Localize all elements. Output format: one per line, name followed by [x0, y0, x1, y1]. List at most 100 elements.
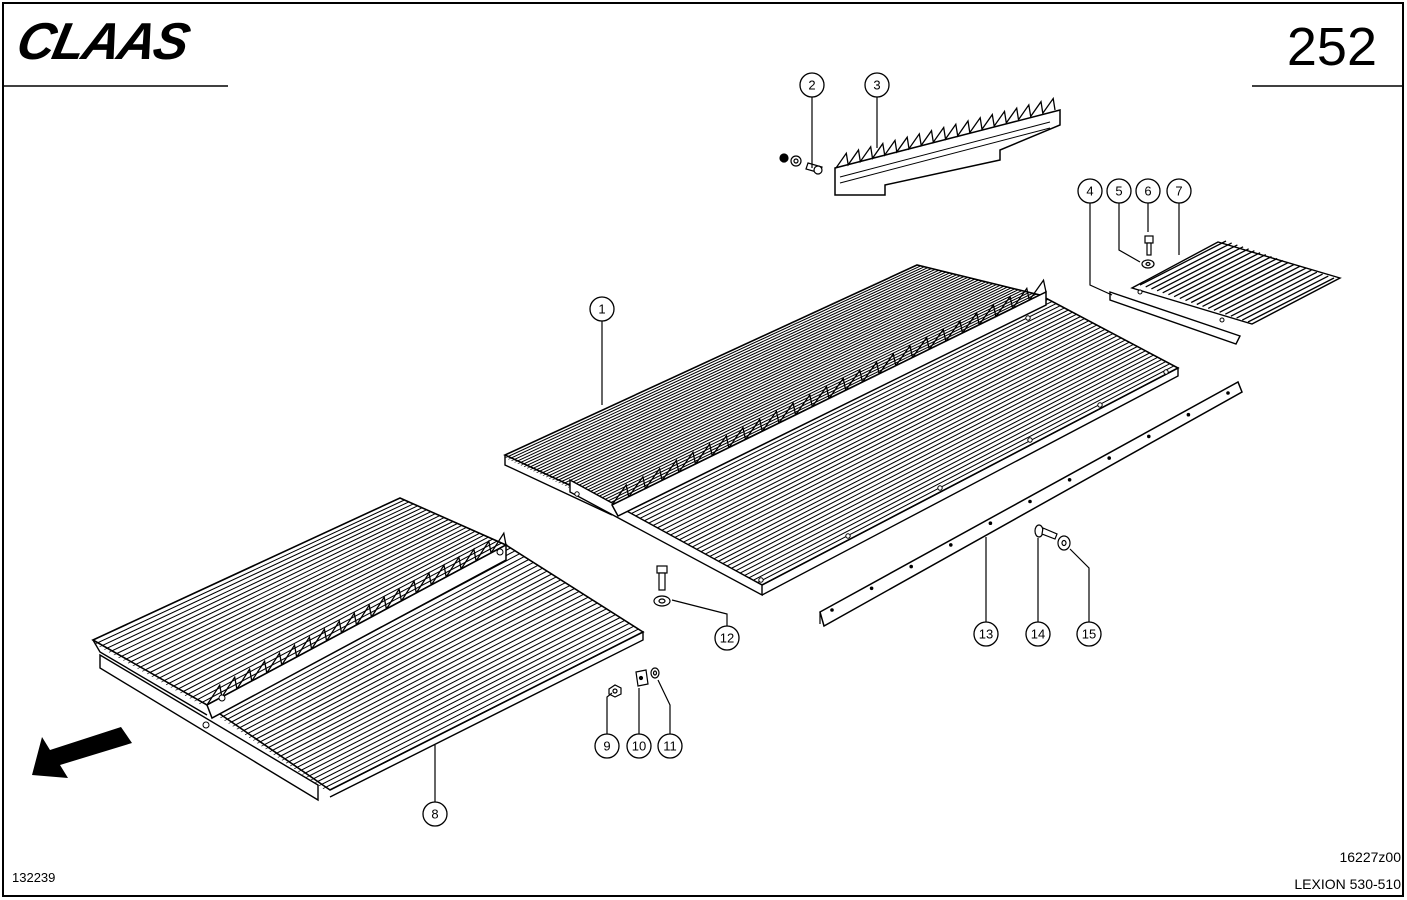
rake-finger: [1225, 269, 1312, 315]
callout-label: 15: [1082, 627, 1096, 642]
slat-shadow: [635, 309, 1062, 521]
slat-shadow: [285, 604, 595, 764]
callout-12: 12: [714, 625, 740, 651]
slat-shadow: [99, 503, 406, 648]
slat-shadow: [104, 505, 411, 650]
slat-shadow: [508, 268, 922, 460]
rake-finger: [1242, 275, 1329, 321]
part-14-bolt: [1034, 524, 1058, 540]
callout-7: 7: [1166, 178, 1192, 204]
strip-rail: [839, 121, 1051, 178]
slat-shadow: [639, 311, 1066, 524]
slat-shadow: [533, 275, 951, 472]
callout-1: 1: [589, 296, 615, 322]
callout-8: 8: [422, 801, 448, 827]
callout-10: 10: [626, 733, 652, 759]
callout-label: 10: [632, 739, 646, 754]
slat-shadow: [732, 356, 1151, 573]
slat-shadow: [555, 281, 976, 482]
slat-shadow: [652, 317, 1078, 531]
callout-9: 9: [594, 733, 620, 759]
mounting-hole: [1097, 402, 1103, 408]
callout-circle: [799, 72, 825, 98]
rail-hole: [1186, 412, 1191, 417]
slat-shadow: [118, 511, 424, 659]
callout-13: 13: [973, 621, 999, 647]
rail-hole: [949, 543, 953, 547]
strip-teeth: [835, 96, 1056, 169]
slat-shadow: [220, 557, 522, 719]
part-11-washer: [650, 667, 660, 679]
slat-shadow: [240, 572, 545, 733]
slat-shadow: [517, 270, 933, 465]
callout-5: 5: [1106, 178, 1132, 204]
rail-hole: [830, 608, 834, 612]
mounting-hole: [845, 533, 851, 539]
callout-2: 2: [799, 72, 825, 98]
callout-circle: [589, 296, 615, 322]
callout-circle: [1166, 178, 1192, 204]
rake-finger: [1202, 261, 1289, 307]
slat-shadow: [224, 560, 526, 721]
slat-shadow: [523, 272, 940, 468]
divider-bar: [206, 543, 507, 720]
slat-shadow: [545, 278, 965, 478]
slat-shadow: [567, 284, 991, 488]
callout-11: 11: [657, 733, 683, 759]
rear-lip: [504, 455, 613, 516]
front-edge: [761, 366, 1179, 596]
rail-hole: [1226, 391, 1230, 395]
strip-plate: [834, 109, 1061, 196]
part-13-mounting-rail: [819, 380, 1243, 628]
rail-hole: [1067, 478, 1072, 482]
slat-shadow: [571, 285, 994, 490]
mounting-hole: [1137, 289, 1143, 295]
rail-hole: [1147, 434, 1151, 439]
part-2-bolt: [779, 153, 823, 175]
slat-shadow: [180, 536, 482, 694]
slat-shadow: [269, 592, 577, 753]
callout-circle: [1025, 621, 1051, 647]
slat-shadow: [504, 267, 918, 459]
slat-shadow: [558, 282, 980, 484]
slat-shadow: [298, 612, 609, 772]
slat-shadow: [679, 330, 1103, 545]
callout-label: 1: [598, 302, 605, 317]
slat-shadow: [602, 294, 1030, 504]
rail-hole: [1028, 499, 1032, 504]
slat-shadow: [156, 526, 459, 680]
callout-label: 6: [1144, 184, 1151, 199]
slat-shadow: [692, 337, 1115, 552]
mounting-hole: [1163, 369, 1169, 375]
callout-circle: [973, 621, 999, 647]
rake-finger: [1156, 246, 1244, 292]
slat-shadow: [310, 621, 622, 781]
rail-hole: [1107, 456, 1111, 460]
slat-shadow: [670, 326, 1094, 540]
mounting-hole: [496, 548, 504, 556]
slat-shadow: [561, 283, 983, 485]
slat-shadow: [137, 518, 442, 669]
rake-finger: [1185, 256, 1272, 302]
slat-shadow: [175, 534, 477, 691]
rake-finger: [1213, 265, 1301, 311]
slat-shadow: [574, 286, 998, 491]
slat-shadow: [710, 345, 1131, 561]
callout-14: 14: [1025, 621, 1051, 647]
slat-shadow: [113, 509, 420, 656]
slat-shadow: [683, 332, 1107, 547]
slat-shadow: [589, 290, 1016, 498]
slat-shadow: [542, 277, 962, 476]
slat-shadow: [146, 522, 451, 675]
slat-shadow: [199, 544, 499, 705]
mounting-hole: [1025, 315, 1031, 321]
slat-shadow: [697, 339, 1119, 554]
arrow-down-left-icon: [32, 727, 132, 778]
slat-shadow: [257, 583, 563, 744]
part-7-finger-rake: [1109, 240, 1342, 345]
part-6-bolt: [1144, 235, 1154, 256]
callout-label: 8: [431, 807, 438, 822]
slat-shadow: [727, 354, 1147, 571]
